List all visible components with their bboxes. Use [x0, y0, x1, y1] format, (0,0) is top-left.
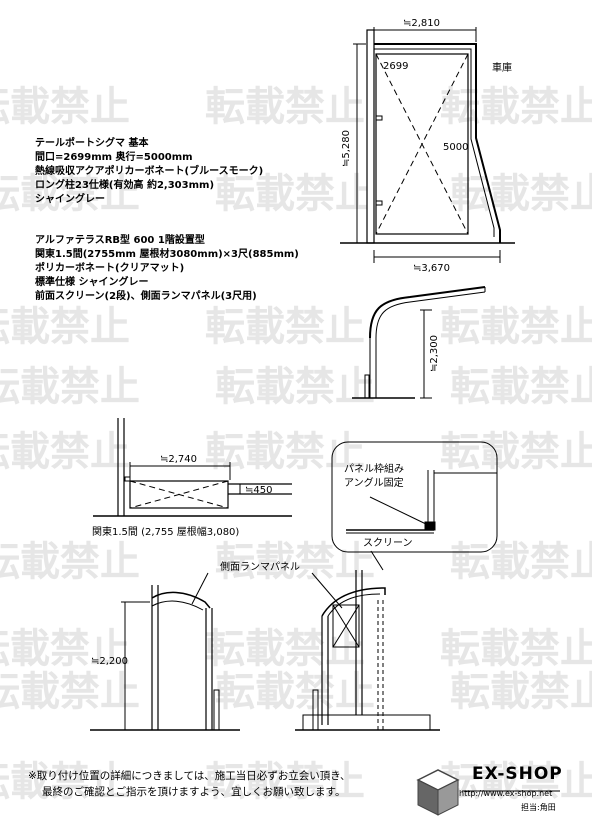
spec-line: 前面スクリーン(2段)、側面ランマパネル(3尺用)	[35, 291, 257, 302]
brand-url[interactable]: http://www.ex-shop.net	[459, 789, 553, 798]
footer-note: ※取り付け位置の詳細につきましては、施工当日必ずお立会い頂き、 最終のご確認とご…	[28, 768, 351, 800]
roof-inner-outline	[374, 48, 495, 237]
spec-line: 関東1.5間(2755mm 屋根材3080mm)×3尺(885mm)	[35, 249, 299, 260]
side-height-label: ≒2,300	[429, 335, 440, 372]
diagonal	[129, 480, 229, 509]
roof-outline	[374, 43, 501, 243]
depth-outer-label: ≒5,280	[341, 130, 352, 167]
callout-line	[370, 550, 384, 571]
footer-note-line: 最終のご確認とご指示を頂けますよう、宜しくお願い致します。	[42, 786, 346, 798]
carport-side-view: ≒2,300	[352, 286, 486, 399]
brand-name: EX-SHOP	[472, 764, 563, 784]
roof-beam	[369, 286, 486, 339]
carport-plan: ≒2,810 2699 車庫 5000 ≒5,280 ≒3,670	[340, 18, 515, 274]
screen-detail: パネル枠組み アングル固定 スクリーン	[331, 441, 498, 571]
spec-block-terrace: アルファテラスRB型 600 1階設置型 関東1.5間(2755mm 屋根材30…	[35, 234, 299, 304]
cube-right-face	[437, 779, 459, 816]
terrace-caption: 関東1.5間 (2,755 屋根幅3,080)	[92, 525, 239, 538]
spec-line: 標準仕様 シャイングレー	[35, 277, 149, 288]
panel-diagonal	[332, 604, 360, 648]
detail-label-2: アングル固定	[344, 476, 404, 489]
roof-curve	[151, 591, 211, 609]
spec-block-carport: テールポートシグマ 基本 間口=2699mm 奥行=5000mm 熱線吸収アクア…	[35, 137, 263, 207]
garage-label: 車庫	[492, 61, 512, 74]
roof-curve-inner	[151, 600, 204, 611]
elevation-front: 側面ランマパネル	[191, 560, 440, 731]
leader-line	[369, 496, 429, 526]
terrace-offset-label: ≒450	[245, 485, 272, 496]
width-bottom-label: ≒3,670	[413, 263, 450, 274]
bracket	[124, 476, 131, 482]
leader-line	[191, 572, 209, 605]
spec-line: 間口=2699mm 奥行=5000mm	[35, 152, 193, 163]
diagonal	[375, 53, 469, 235]
detail-screen-label: スクリーン	[363, 537, 413, 549]
side-panel-label: 側面ランマパネル	[220, 560, 300, 573]
spec-line: テールポートシグマ 基本	[35, 138, 149, 149]
roof-beam-inner	[375, 291, 486, 339]
post-base	[312, 689, 319, 731]
detail-frame	[331, 441, 498, 553]
spec-line: ロング柱23仕様(有効高 約2,303mm)	[35, 180, 215, 191]
roof-curve	[321, 587, 386, 617]
spec-line: シャイングレー	[35, 194, 105, 205]
ex-shop-logo-mark	[416, 769, 560, 816]
carport-frame	[375, 53, 469, 235]
terrace-plan: ≒2,740 ≒450 関東1.5間 (2,755 屋根幅3,080)	[92, 418, 292, 538]
roof-curve-inner	[327, 593, 381, 617]
post-base	[213, 689, 220, 731]
wall	[366, 29, 375, 244]
footer-note-line: ※取り付け位置の詳細につきましては、施工当日必ずお立会い頂き、	[28, 770, 351, 782]
width-top-label: ≒2,810	[403, 18, 440, 29]
brand-staff: 担当:角田	[521, 803, 556, 812]
bracket	[375, 115, 383, 121]
side-panel	[332, 604, 360, 648]
spec-line: ポリカーボネート(クリアマット)	[35, 263, 185, 274]
bracket	[375, 200, 383, 206]
terrace-depth-label: ≒2,740	[160, 454, 197, 465]
post-base	[364, 374, 370, 399]
angle-bracket	[424, 521, 436, 531]
inner-width-label: 2699	[383, 61, 408, 72]
leader-line	[311, 572, 343, 609]
spec-line: アルファテラスRB型 600 1階設置型	[35, 235, 205, 246]
detail-label-1: パネル枠組み	[344, 462, 404, 475]
elevation-side: ≒2,200	[90, 585, 240, 731]
depth-inner-label: 5000	[443, 142, 468, 153]
spec-line: 熱線吸収アクアポリカーボネート(ブルースモーク)	[35, 166, 264, 177]
elevation-height-label: ≒2,200	[91, 656, 128, 667]
